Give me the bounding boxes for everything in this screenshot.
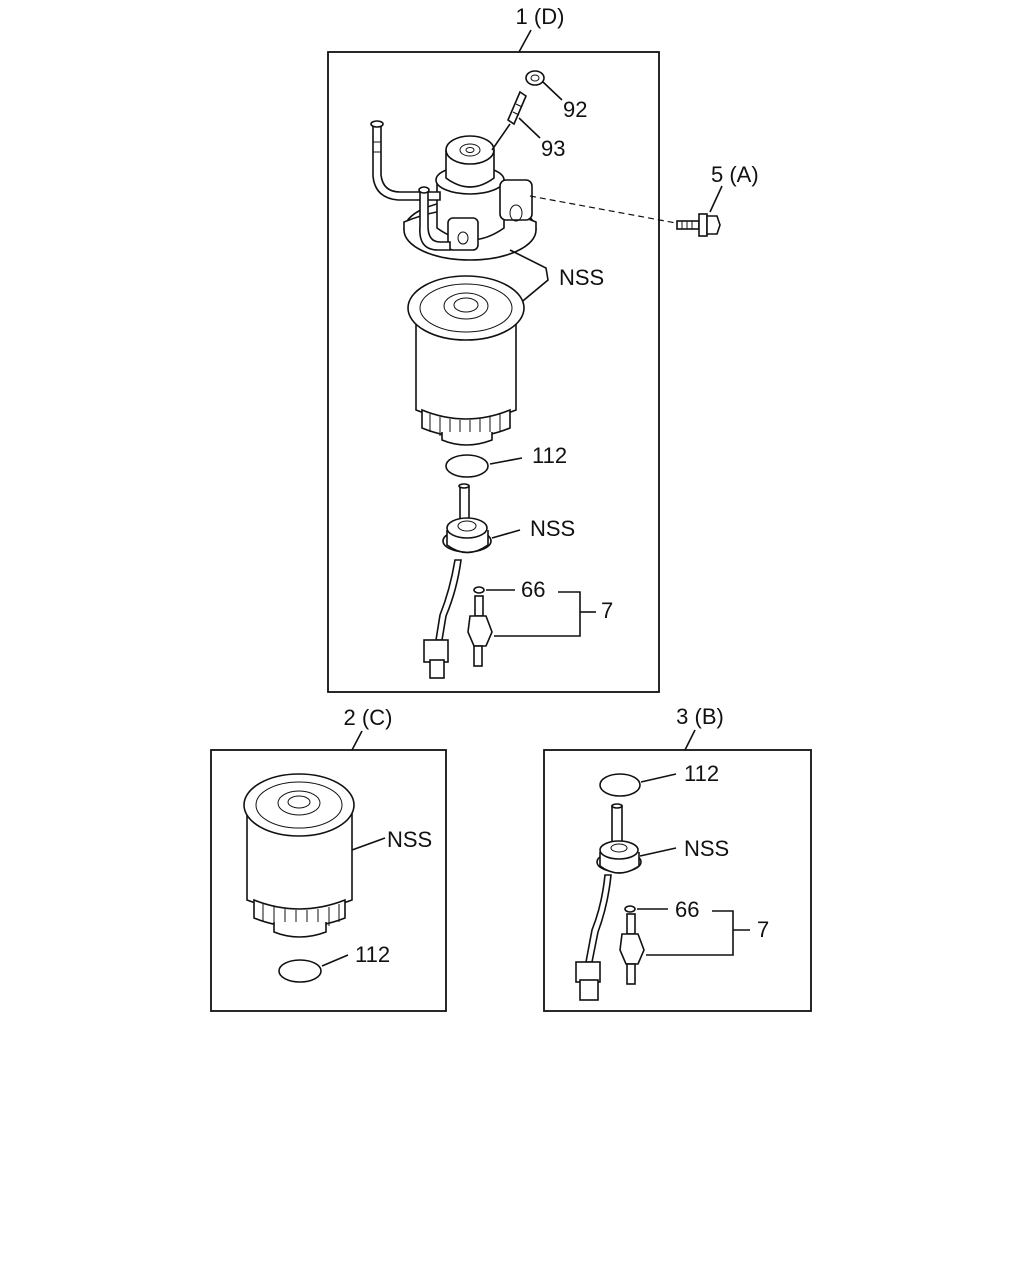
assembly-ref-sensor: 3 (B) — [676, 704, 724, 729]
seal-66-main — [473, 586, 485, 594]
callout-nss-drain-main: NSS — [530, 516, 575, 541]
leader-nss-cartridge — [351, 837, 386, 851]
leader-92 — [542, 81, 563, 101]
leader-nss-sensor — [639, 847, 677, 857]
bracket-7-main — [494, 591, 581, 637]
nipple-93 — [507, 90, 527, 126]
plug-92 — [525, 70, 545, 86]
leader-93-to-head — [491, 123, 511, 151]
assembly-leader-cartridge — [351, 730, 363, 751]
bracket-7-sensor — [646, 910, 734, 956]
sensor-7-b — [619, 913, 645, 985]
leader-112-cartridge — [321, 954, 349, 967]
assembly-box-main — [327, 51, 660, 693]
assembly-ref-main: 1 (D) — [516, 4, 565, 29]
bolt-alignment-line — [529, 195, 677, 224]
callout-112-cartridge: 112 — [355, 942, 390, 967]
callout-7-sensor: 7 — [757, 917, 769, 942]
drain-sensor-b — [575, 803, 642, 1001]
assembly-ref-cartridge: 2 (C) — [344, 705, 393, 730]
callout-nss-sensor: NSS — [684, 836, 729, 861]
assembly-leader-main — [518, 29, 532, 53]
filter-head — [403, 135, 537, 261]
callout-nss-cartridge: NSS — [387, 827, 432, 852]
callout-93: 93 — [541, 136, 565, 161]
leader-93 — [518, 117, 541, 139]
callout-7-main: 7 — [601, 598, 613, 623]
filter-cartridge-main — [407, 275, 525, 446]
callout-112-main: 112 — [532, 443, 567, 468]
assembly-leader-sensor — [684, 729, 696, 751]
callout-5: 5 (A) — [711, 162, 759, 187]
outlet-pipe — [418, 186, 451, 251]
callout-nss-head: NSS — [559, 265, 604, 290]
drain-sensor-main — [423, 483, 492, 679]
seal-66-sensor — [624, 905, 636, 913]
o-ring-112-sensor — [599, 773, 641, 797]
inlet-pipe — [370, 120, 441, 201]
leader-5 — [709, 185, 723, 213]
bolt-5 — [676, 213, 721, 237]
o-ring-112-cartridge — [278, 959, 322, 983]
callout-92: 92 — [563, 97, 587, 122]
callout-66-main: 66 — [521, 577, 545, 602]
leader-112-main — [489, 457, 523, 465]
callout-112-sensor: 112 — [684, 761, 719, 786]
callout-66-sensor: 66 — [675, 897, 699, 922]
assembly-box-sensor — [543, 749, 812, 1012]
assembly-box-cartridge — [210, 749, 447, 1012]
leader-nss-head — [505, 249, 549, 316]
sensor-7-main — [467, 595, 493, 667]
leader-112-sensor — [640, 773, 677, 783]
leader-nss-drain-main — [491, 529, 521, 539]
o-ring-112-main — [445, 454, 489, 478]
filter-cartridge-c — [243, 773, 355, 938]
